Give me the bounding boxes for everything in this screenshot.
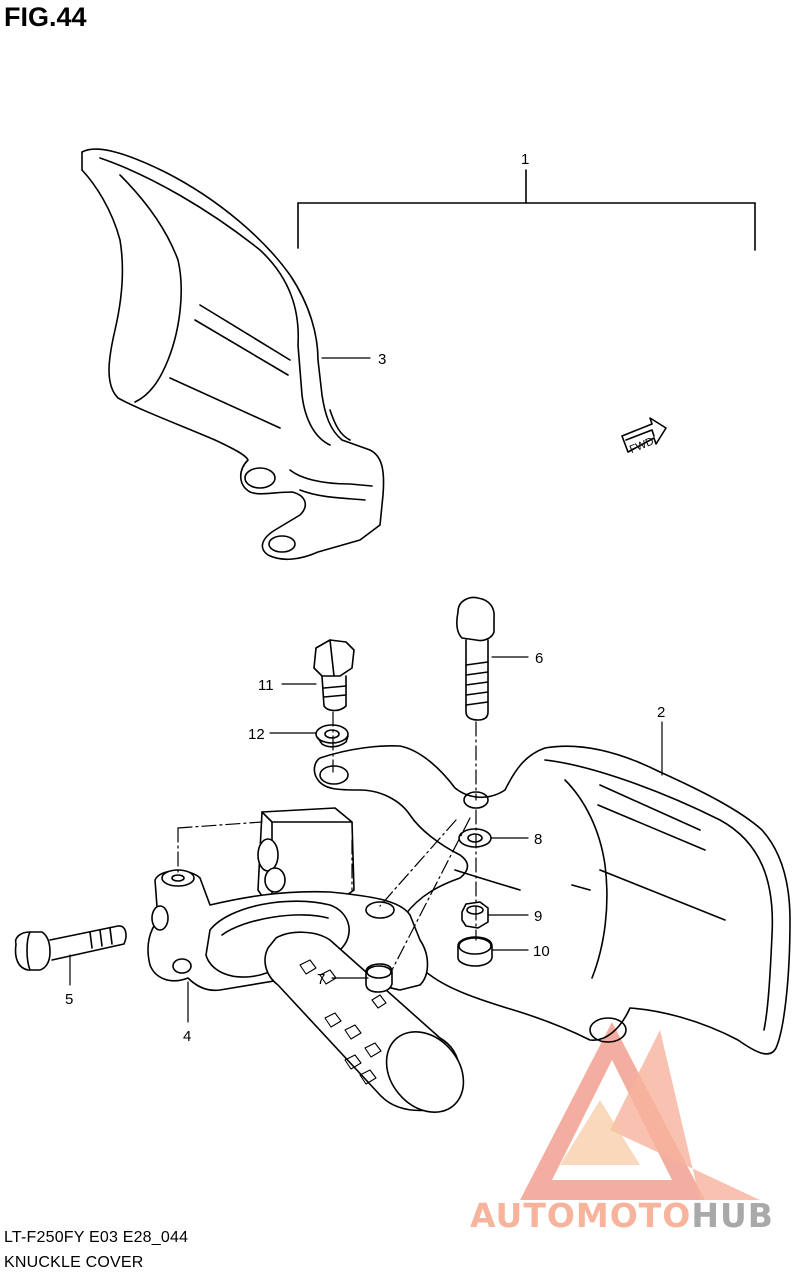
watermark-text-part1: AUTOMOTO xyxy=(470,1196,692,1235)
leader-lines xyxy=(69,357,663,1023)
watermark-text: AUTOMOTOHUB xyxy=(470,1196,774,1235)
nut-part-9 xyxy=(461,901,489,929)
washer-part-8 xyxy=(458,828,492,848)
bolt-part-6 xyxy=(456,596,495,721)
callout-5: 5 xyxy=(65,991,73,1008)
callout-9: 9 xyxy=(534,908,542,925)
callout-labels: 1 2 3 4 5 6 7 8 9 10 11 12 xyxy=(65,151,665,1045)
knuckle-clamp-assembly xyxy=(147,807,465,1113)
watermark-text-part2: HUB xyxy=(691,1196,774,1235)
part-1-bracket xyxy=(297,169,756,251)
bolt-part-5 xyxy=(14,925,127,971)
callout-11: 11 xyxy=(258,677,274,694)
callout-8: 8 xyxy=(534,831,542,848)
callout-3: 3 xyxy=(378,351,386,368)
figure-title: FIG.44 xyxy=(4,2,87,32)
fwd-direction-arrow: FWD xyxy=(621,417,667,456)
bolt-part-11 xyxy=(313,639,355,712)
callout-2: 2 xyxy=(657,704,665,721)
watermark-logo xyxy=(520,1022,760,1200)
callout-10: 10 xyxy=(533,943,550,960)
nut-part-10 xyxy=(457,936,493,967)
callout-7: 7 xyxy=(317,971,325,988)
callout-1: 1 xyxy=(521,151,529,168)
footer-model-code: LT-F250FY E03 E28_044 xyxy=(4,1229,189,1246)
hand-guard-right xyxy=(313,745,791,1055)
callout-4: 4 xyxy=(183,1028,191,1045)
washer-part-12 xyxy=(315,724,349,748)
assembly-lines xyxy=(177,711,477,971)
callout-12: 12 xyxy=(248,726,265,743)
footer-part-name: KNUCKLE COVER xyxy=(4,1254,144,1271)
nut-part-7 xyxy=(365,963,393,993)
hand-guard-left xyxy=(81,148,385,561)
callout-6: 6 xyxy=(535,650,543,667)
